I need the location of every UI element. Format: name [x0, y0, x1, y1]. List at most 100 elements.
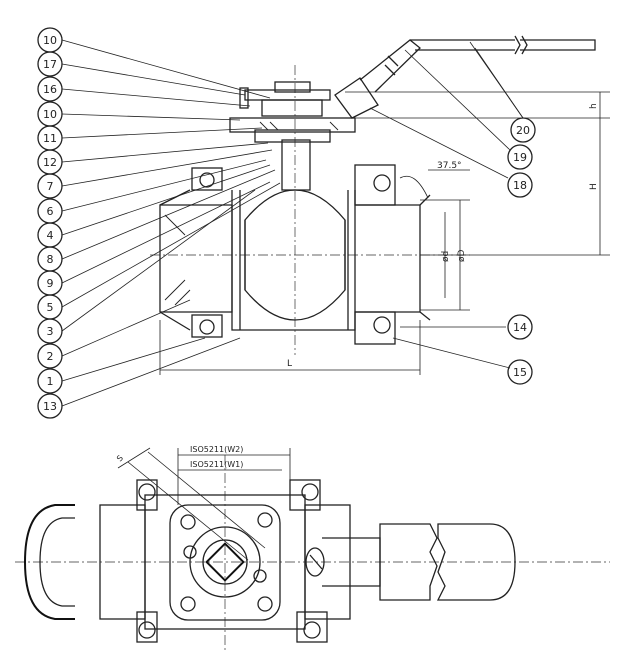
plan-view: S ISO5211(W2) ISO5211(W1) [15, 445, 610, 650]
bolt-upper-left [199, 172, 215, 188]
callout-3: 3 [37, 318, 63, 344]
svg-text:10: 10 [43, 108, 57, 121]
plan-bolt-head-bl [138, 621, 156, 639]
svg-text:14: 14 [513, 321, 527, 334]
right-lower-flange [354, 311, 396, 345]
handle-grip-right [436, 523, 516, 601]
s-label: S [115, 453, 125, 463]
callout-10-top: 10 [37, 27, 63, 53]
callout-4: 4 [37, 222, 63, 248]
callout-16: 16 [37, 76, 63, 102]
handle-mark [384, 55, 399, 76]
pad-hole-ml [183, 545, 197, 559]
D-label: øD [457, 249, 467, 262]
handle-break [514, 35, 528, 55]
bolt-lower-right [373, 316, 391, 334]
right-callouts: 20 19 18 14 15 [369, 41, 536, 385]
s-dim-leader [117, 447, 151, 469]
callout-6: 6 [37, 198, 63, 224]
right-end-cap [355, 204, 421, 313]
right-cap-chamfer [419, 194, 431, 321]
plan-bolt-bl [136, 611, 158, 643]
svg-text:18: 18 [513, 179, 527, 192]
bolt-lower-left [199, 319, 215, 335]
stem-square [205, 542, 245, 582]
callout-7: 7 [37, 173, 63, 199]
iso-w2-label: ISO5211(W2) [190, 445, 243, 454]
s-dim-line-b [147, 451, 266, 549]
callout-5: 5 [37, 294, 63, 320]
handle-bar [410, 39, 515, 51]
pad-hole-tr [257, 512, 273, 528]
svg-text:7: 7 [47, 180, 54, 193]
callout-11: 11 [37, 125, 63, 151]
callout-17: 17 [37, 51, 63, 77]
svg-text:10: 10 [43, 34, 57, 47]
plan-bolt-head-tl [138, 483, 156, 501]
pad-hatch [259, 121, 339, 131]
svg-text:3: 3 [47, 325, 54, 338]
dim-angle-arc [399, 175, 429, 199]
handle-hub-mark [309, 554, 323, 570]
handle-hub-plan [305, 547, 325, 577]
d-label: ød [441, 251, 451, 262]
s-dim-line-a [127, 461, 249, 561]
svg-text:5: 5 [47, 301, 54, 314]
handle-arm [359, 39, 421, 93]
plan-bolt-br [296, 611, 328, 643]
top-nut [274, 81, 311, 93]
stem [281, 139, 311, 191]
left-guard [23, 504, 75, 620]
pad-circle-inner [202, 539, 248, 585]
svg-text:19: 19 [513, 151, 527, 164]
left-guard-inner [39, 517, 75, 607]
svg-text:17: 17 [43, 58, 57, 71]
handle-sleeve [334, 77, 379, 119]
handle-grip-left [379, 523, 438, 601]
svg-text:15: 15 [513, 366, 527, 379]
svg-text:8: 8 [47, 253, 54, 266]
mounting-pad [229, 117, 356, 133]
pad-hole-tl [180, 514, 196, 530]
left-leader-lines [61, 39, 281, 407]
callout-20: 20 [510, 117, 536, 143]
left-callout-bubbles: 10 17 16 10 11 12 7 6 4 8 9 5 3 2 1 13 [37, 27, 63, 419]
mounting-pad-plan [169, 504, 281, 621]
left-cap-chamfer [159, 189, 191, 331]
pad-circle-outer [189, 526, 261, 598]
callout-9: 9 [37, 270, 63, 296]
stop-pin [239, 87, 249, 109]
H-label: H [589, 183, 599, 190]
svg-text:9: 9 [47, 277, 54, 290]
callout-10: 10 [37, 101, 63, 127]
svg-text:6: 6 [47, 205, 54, 218]
svg-text:13: 13 [43, 400, 57, 413]
svg-text:2: 2 [47, 350, 54, 363]
svg-text:1: 1 [47, 375, 54, 388]
angle-label: 37.5° [437, 161, 462, 171]
callout-18: 18 [507, 172, 533, 198]
callout-15: 15 [507, 359, 533, 385]
stem-nut [261, 99, 323, 117]
valve-body [231, 190, 356, 331]
callout-2: 2 [37, 343, 63, 369]
pad-hole-br [257, 596, 273, 612]
svg-text:11: 11 [43, 132, 57, 145]
left-cap-hatch [164, 214, 191, 306]
left-upper-flange [191, 167, 223, 191]
svg-text:4: 4 [47, 229, 54, 242]
side-elevation-view: 37.5° h H ød øD L [150, 35, 610, 375]
plan-bolt-head-tr [301, 483, 319, 501]
callout-19: 19 [507, 144, 533, 170]
L-label: L [287, 359, 292, 369]
callout-13: 13 [37, 393, 63, 419]
iso-w1-label: ISO5211(W1) [190, 460, 243, 469]
plan-bolt-head-br [303, 621, 321, 639]
right-upper-flange [354, 164, 396, 206]
h-label: h [589, 103, 599, 109]
callout-14: 14 [507, 314, 533, 340]
svg-text:16: 16 [43, 83, 57, 96]
callout-8: 8 [37, 246, 63, 272]
svg-text:20: 20 [516, 124, 530, 137]
